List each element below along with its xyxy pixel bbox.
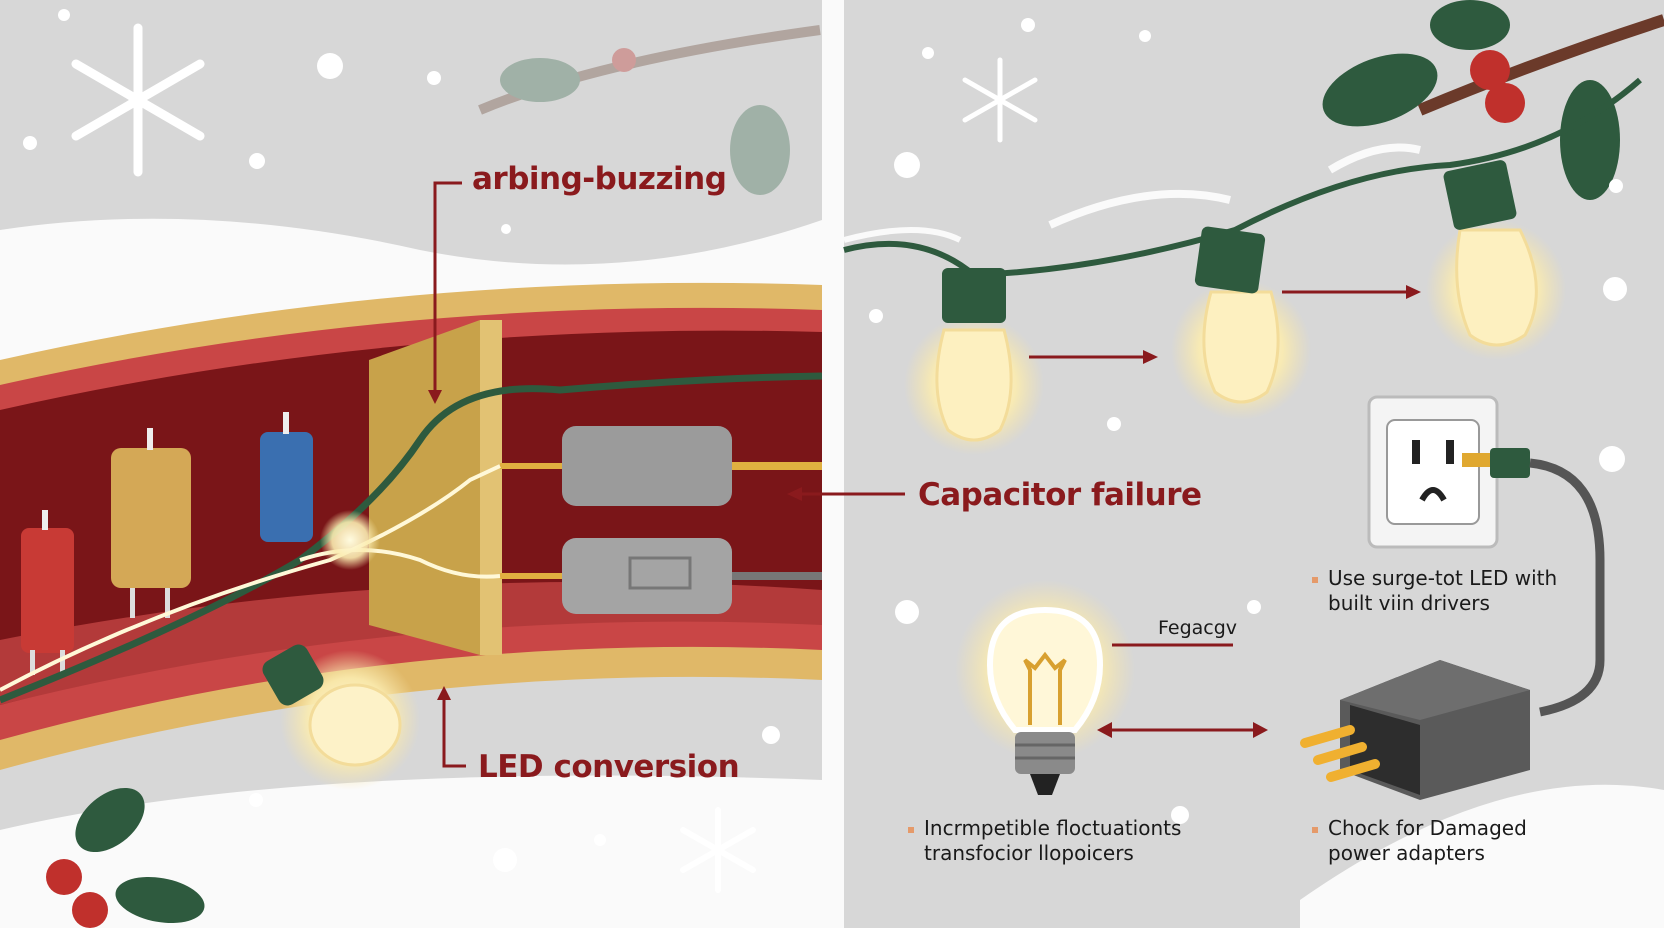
arc-spark [0,464,501,692]
bulb-icon [1426,160,1566,360]
bulb-icon [308,683,402,767]
holly-icon [46,787,205,928]
label-frequency: Fegacgv [1158,617,1238,639]
snowflake-icon [71,23,205,177]
outlet-icon [1367,395,1530,549]
tip-incompatible: Incrmpetible floctuationts transfocior l… [908,816,1181,866]
right-panel [787,0,1664,928]
label-led-conversion: LED conversion [478,749,740,785]
tip-check-adapters: Chock for Damaged power adapters [1312,816,1527,866]
label-arcing: arbing-buzzing [472,161,727,197]
tip-line: built viin drivers [1328,591,1490,615]
incandescent-bulb-icon [955,580,1135,795]
bullet-icon [908,826,914,833]
tip-line: power adapters [1328,841,1485,865]
snowflake-icon [962,57,1038,143]
snowflake-icon [680,807,756,893]
arrow-right-icon [1282,285,1421,299]
snow-ground [0,775,822,928]
tip-surge-led: Use surge-tot LED with built viin driver… [1312,566,1557,616]
snow-ground [1300,784,1664,928]
tip-line: Chock for Damaged [1328,816,1527,840]
snow-dots [869,18,1627,824]
tip-line: transfocior llopoicers [924,841,1134,865]
arrow-arcing [433,181,462,398]
double-arrow-icon [1097,722,1268,738]
capacitor-red [21,510,74,675]
panel-divider [822,0,844,928]
bullet-icon [1312,576,1318,583]
bullet-icon [1312,826,1318,833]
arrow-led [442,698,466,768]
capacitor-blue [260,412,313,542]
tip-line: Use surge-tot LED with [1328,566,1558,590]
wire [0,372,823,704]
relay-component [500,538,822,614]
light-string-wire [843,77,1642,279]
tip-line: Incrmpetible floctuationts [924,816,1182,840]
left-panel [0,0,823,928]
holly-branch [478,25,821,195]
bulb-icon [904,268,1044,455]
bulb-icon [1171,226,1311,420]
power-adapter-icon [1300,660,1530,800]
arrow-right-icon [1029,350,1158,364]
power-cord [1529,458,1605,717]
inductor-component [500,426,822,506]
snow-dots [23,9,780,872]
arrow-left-icon [787,487,905,501]
capacitor-gold [111,428,191,618]
label-capacitor-failure: Capacitor failure [918,477,1202,513]
